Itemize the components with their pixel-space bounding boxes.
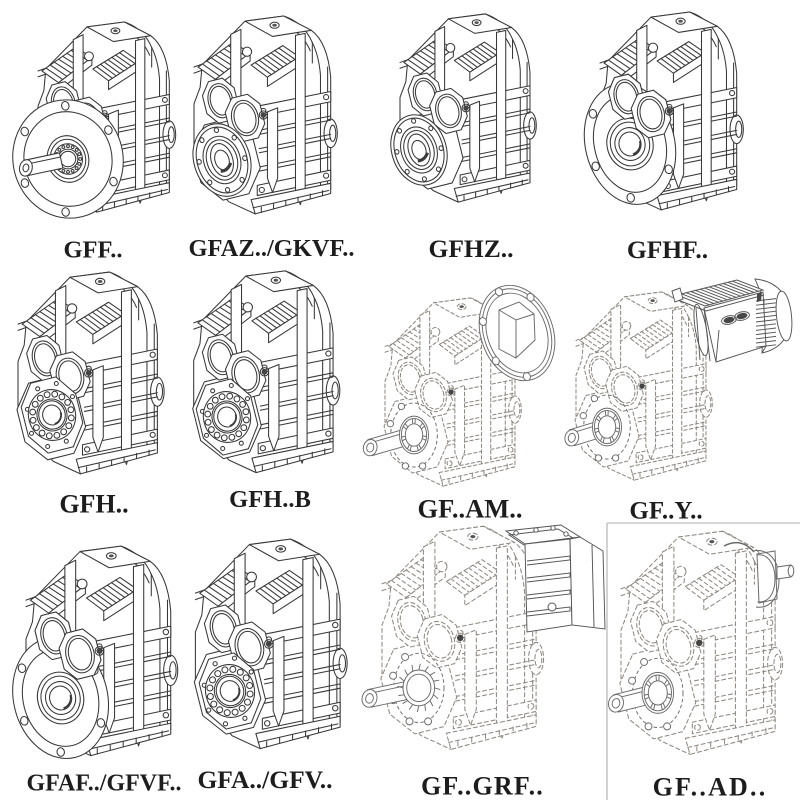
svg-text:GF..AD..: GF..AD.. <box>653 773 768 801</box>
svg-text:GFAZ../GKVF..: GFAZ../GKVF.. <box>188 235 354 262</box>
svg-text:GFF..: GFF.. <box>64 237 123 264</box>
svg-text:GFH..B: GFH..B <box>229 486 311 513</box>
svg-text:GF..AM..: GF..AM.. <box>417 494 522 524</box>
svg-text:GF..Y..: GF..Y.. <box>629 498 702 525</box>
svg-text:GFA../GFV..: GFA../GFV.. <box>197 765 332 794</box>
svg-text:GF..GRF..: GF..GRF.. <box>421 772 544 801</box>
svg-text:GFAF../GFVF..: GFAF../GFVF.. <box>26 771 181 797</box>
svg-text:GFHF..: GFHF.. <box>627 235 708 264</box>
svg-text:GFH..: GFH.. <box>59 490 128 519</box>
svg-text:GFHZ..: GFHZ.. <box>428 234 513 263</box>
